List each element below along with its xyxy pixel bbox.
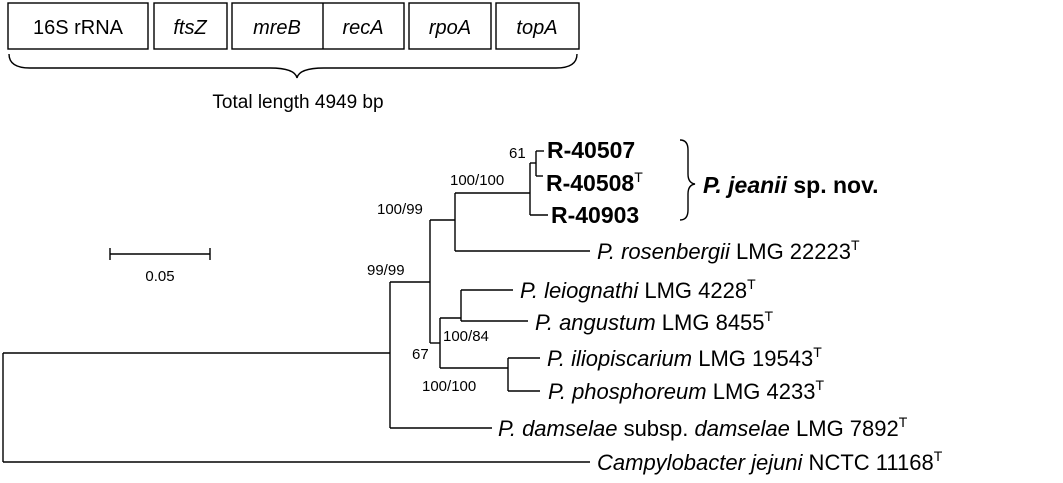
total-length-caption: Total length 4949 bp	[212, 92, 383, 113]
gene-label-ftsz: ftsZ	[173, 17, 207, 39]
bootstrap-label: 100/100	[450, 172, 504, 189]
gene-box-topa	[495, 2, 580, 50]
jeanii-brace	[679, 139, 696, 221]
gene-label-mreb: mreB	[253, 17, 301, 39]
scale-bar: 0.05	[109, 248, 211, 285]
taxon-phosphoreum: P. phosphoreum LMG 4233T	[548, 377, 824, 404]
taxon-angustum: P. angustum LMG 8455T	[535, 308, 774, 335]
taxon-jeanii-group: P. jeanii sp. nov.	[703, 172, 879, 198]
taxon-iliopiscarium: P. iliopiscarium LMG 19543T	[547, 344, 822, 371]
gene-box-rpoa	[408, 2, 492, 50]
taxon-labels: R-40507 R-40508T R-40903 P. jeanii sp. n…	[498, 137, 943, 475]
gene-box-mreb-reca	[231, 2, 405, 50]
gene-box-ftsz	[153, 2, 228, 50]
bootstrap-label: 100/84	[443, 328, 489, 345]
bootstrap-values: 61 100/100 100/99 99/99 100/84 67 100/10…	[367, 145, 526, 395]
tree-branches	[2, 139, 696, 463]
gene-box-16s	[7, 2, 149, 50]
taxon-campylobacter: Campylobacter jejuni NCTC 11168T	[597, 448, 943, 475]
taxon-rosenbergii: P. rosenbergii LMG 22223T	[597, 237, 860, 264]
taxon-leiognathi: P. leiognathi LMG 4228T	[520, 276, 756, 303]
gene-label-rpoa: rpoA	[429, 17, 471, 39]
scale-bar-label: 0.05	[145, 268, 174, 285]
taxon-damselae: P. damselae subsp. damselae LMG 7892T	[498, 414, 908, 441]
gene-bar: 16S rRNA ftsZ mreB recA rpoA topA Total …	[7, 2, 580, 113]
gene-label-16s: 16S rRNA	[33, 17, 124, 39]
taxon-r40903: R-40903	[551, 202, 639, 228]
bootstrap-label: 99/99	[367, 262, 405, 279]
gene-label-reca: recA	[342, 17, 383, 39]
bootstrap-label: 100/100	[422, 378, 476, 395]
gene-brace	[8, 53, 578, 79]
bootstrap-label: 67	[412, 346, 429, 363]
bootstrap-label: 100/99	[377, 201, 423, 218]
taxon-r40507: R-40507	[547, 137, 635, 163]
gene-label-topa: topA	[516, 17, 557, 39]
taxon-r40508: R-40508T	[546, 169, 643, 196]
bootstrap-label: 61	[509, 145, 526, 162]
